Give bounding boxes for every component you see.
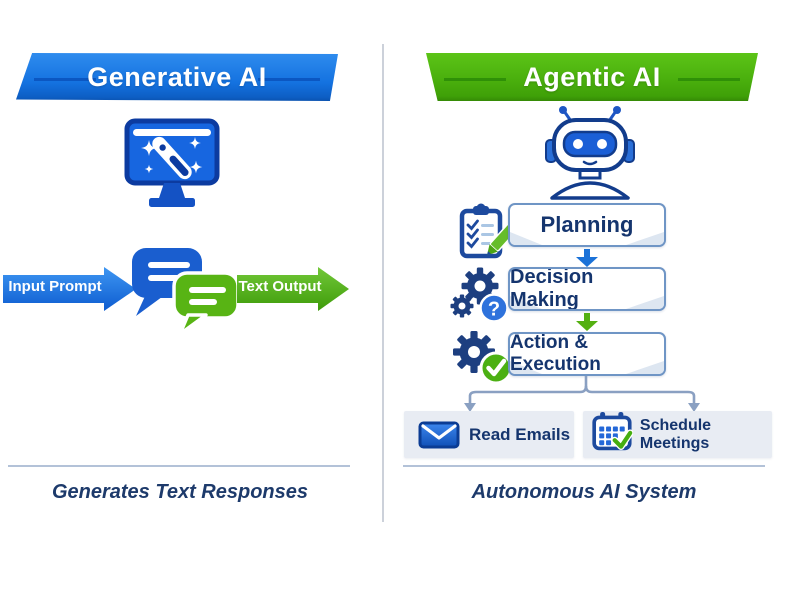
- banner-flank-line: [678, 77, 740, 81]
- decision-making-label: Decision Making: [510, 267, 594, 311]
- clipboard-checklist-icon: [459, 203, 512, 259]
- agentic-ai-banner: Agentic AI: [426, 53, 758, 101]
- gears-question-icon: ?: [450, 267, 509, 323]
- magic-wand-monitor-icon: [124, 118, 220, 207]
- text-output-label: Text Output: [238, 278, 322, 295]
- branch-connector: [464, 376, 700, 412]
- generative-caption: Generates Text Responses: [51, 481, 309, 503]
- left-divider-rule: [8, 465, 350, 467]
- down-arrow-blue-icon: [576, 249, 598, 267]
- action-execution-label: Action & Execution: [510, 332, 601, 375]
- center-divider: [382, 44, 384, 522]
- right-divider-rule: [403, 465, 765, 467]
- banner-flank-line: [34, 77, 96, 81]
- schedule-meetings-label: Schedule Meetings: [639, 416, 712, 452]
- task-box-schedule-meetings: Schedule Meetings: [583, 411, 772, 458]
- flow-box-action-execution: Action & Execution: [508, 332, 666, 376]
- read-emails-label: Read Emails: [469, 424, 571, 444]
- flow-box-decision-making: Decision Making: [508, 267, 666, 311]
- down-arrow-green-icon: [576, 313, 598, 331]
- generative-ai-banner: Generative AI: [16, 53, 338, 101]
- planning-label: Planning: [540, 212, 634, 237]
- agentic-ai-title: Agentic AI: [523, 61, 661, 92]
- input-prompt-label: Input Prompt: [8, 278, 102, 295]
- flow-box-planning: Planning: [508, 203, 666, 247]
- text-output-arrow: [237, 267, 349, 311]
- calendar-check-icon: [592, 411, 633, 450]
- svg-text:?: ?: [488, 299, 500, 321]
- task-box-read-emails: Read Emails: [404, 411, 574, 458]
- agentic-caption: Autonomous AI System: [471, 481, 697, 503]
- robot-head-icon: [545, 106, 635, 200]
- chat-bubbles-icon: [132, 248, 240, 336]
- generative-ai-title: Generative AI: [87, 61, 267, 92]
- banner-flank-line: [258, 77, 320, 81]
- banner-flank-line: [444, 77, 506, 81]
- input-prompt-arrow: [3, 267, 136, 311]
- envelope-icon: [418, 421, 460, 448]
